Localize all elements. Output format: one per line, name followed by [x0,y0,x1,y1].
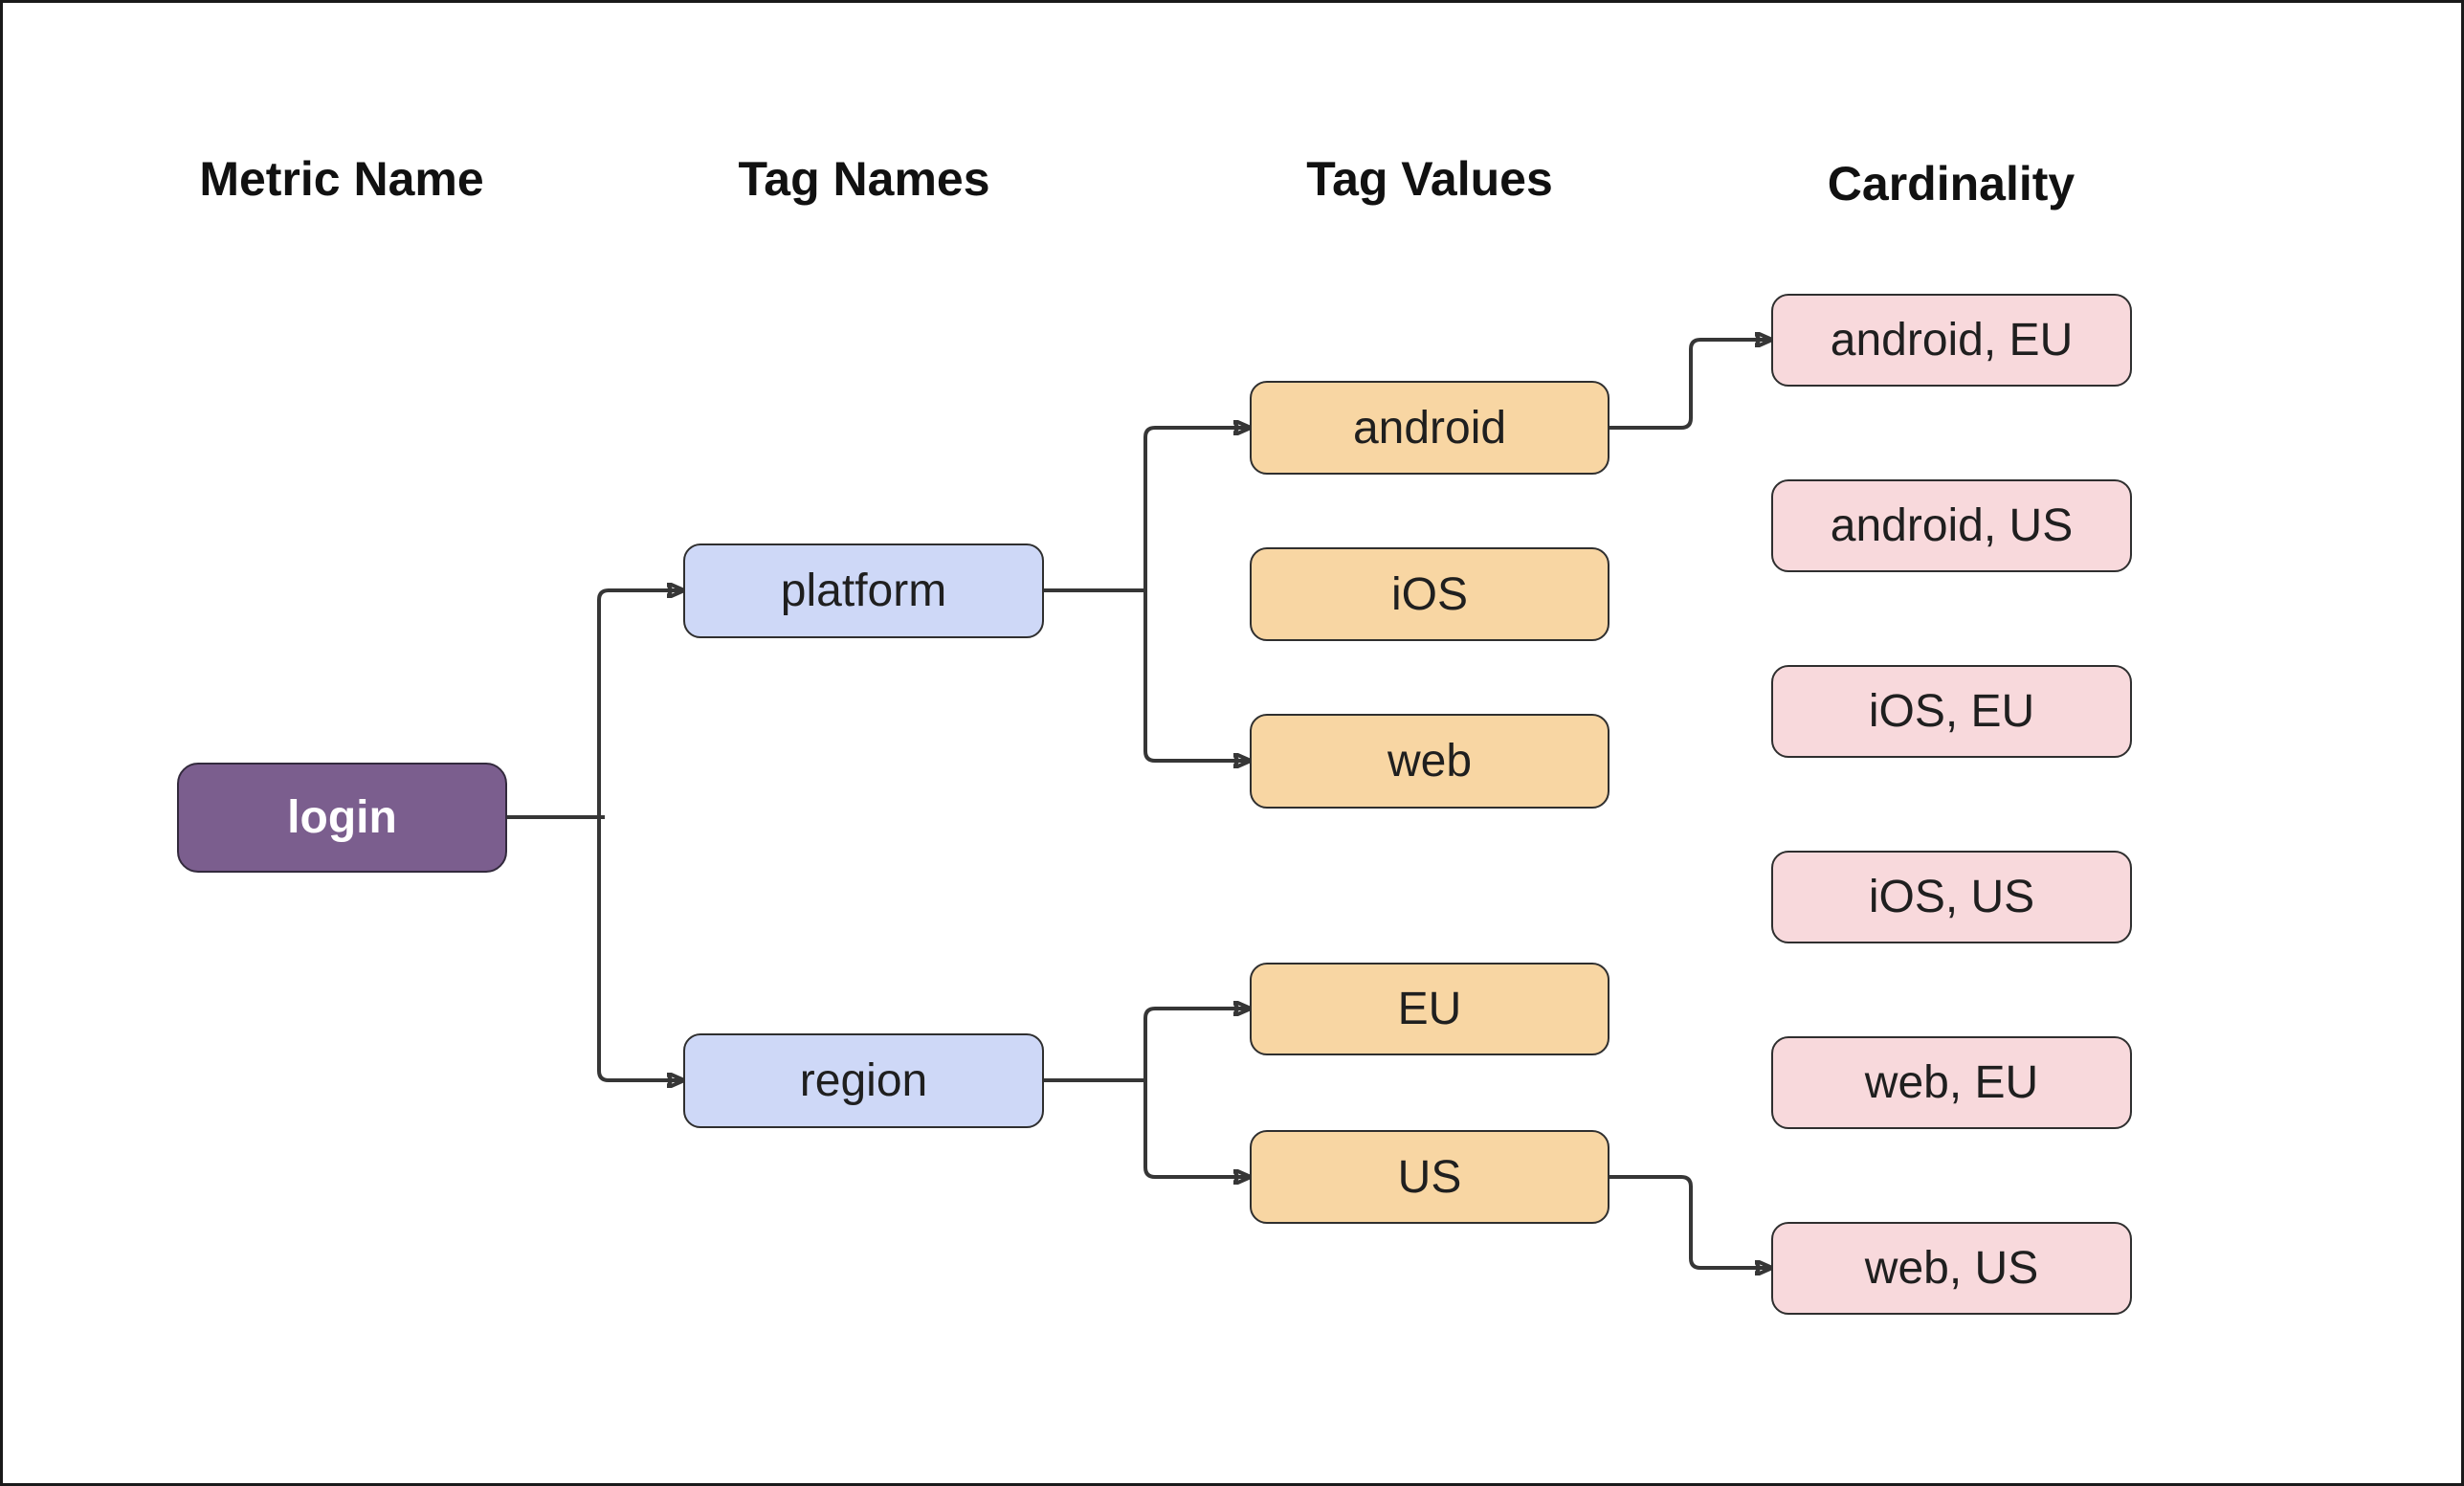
column-header-cardinality: Cardinality [1827,157,2076,211]
node-web-us: web, US [1771,1222,2132,1315]
node-region: region [683,1033,1044,1128]
edge-region-eu [1143,1009,1250,1019]
node-android-us: android, US [1771,479,2132,572]
node-platform: platform [683,543,1044,638]
node-eu: EU [1250,963,1609,1055]
edge-region-us [1143,1166,1250,1177]
node-android: android [1250,381,1609,475]
column-header-metric-name: Metric Name [199,152,484,206]
edge-login-region [597,1070,683,1080]
edge-android-android-eu [1609,340,1771,430]
node-ios: iOS [1250,547,1609,641]
node-web: web [1250,714,1609,809]
node-login: login [177,763,507,873]
node-us: US [1250,1130,1609,1224]
column-header-tag-names: Tag Names [738,152,990,206]
node-ios-us: iOS, US [1771,851,2132,943]
edge-login-platform [597,590,683,601]
edge-platform-android [1143,428,1250,438]
column-header-tag-values: Tag Values [1306,152,1553,206]
node-android-eu: android, EU [1771,294,2132,387]
node-web-eu: web, EU [1771,1036,2132,1129]
node-ios-eu: iOS, EU [1771,665,2132,758]
edge-platform-web [1143,750,1250,761]
edge-us-web-us [1609,1175,1771,1268]
